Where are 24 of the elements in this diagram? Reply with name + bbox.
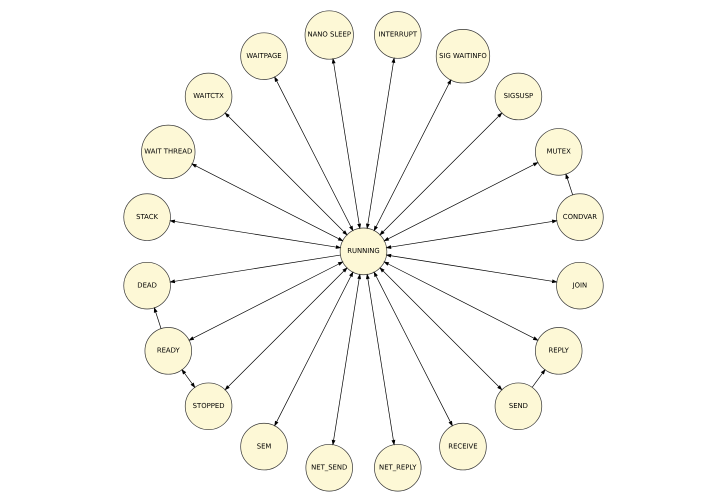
arrow bbox=[365, 57, 395, 230]
arrow bbox=[331, 58, 361, 230]
arrow bbox=[382, 162, 538, 242]
arrow bbox=[224, 112, 348, 236]
arrow bbox=[385, 254, 558, 284]
arrow bbox=[378, 112, 502, 236]
arrow bbox=[373, 271, 452, 426]
arrow bbox=[382, 262, 538, 341]
arrow bbox=[274, 271, 353, 426]
arrow bbox=[190, 164, 344, 242]
arrow bbox=[385, 220, 558, 249]
arrow bbox=[565, 173, 572, 196]
arrow bbox=[153, 307, 161, 329]
arrow bbox=[274, 76, 353, 232]
arrow bbox=[531, 368, 546, 388]
arrow bbox=[224, 267, 348, 390]
arrow bbox=[168, 254, 340, 284]
arrow bbox=[365, 274, 395, 446]
arrow bbox=[168, 220, 341, 249]
arrow bbox=[188, 262, 344, 341]
arrow bbox=[378, 267, 502, 390]
arrow bbox=[373, 79, 451, 232]
arrow bbox=[180, 368, 195, 388]
arrow bbox=[331, 274, 361, 446]
